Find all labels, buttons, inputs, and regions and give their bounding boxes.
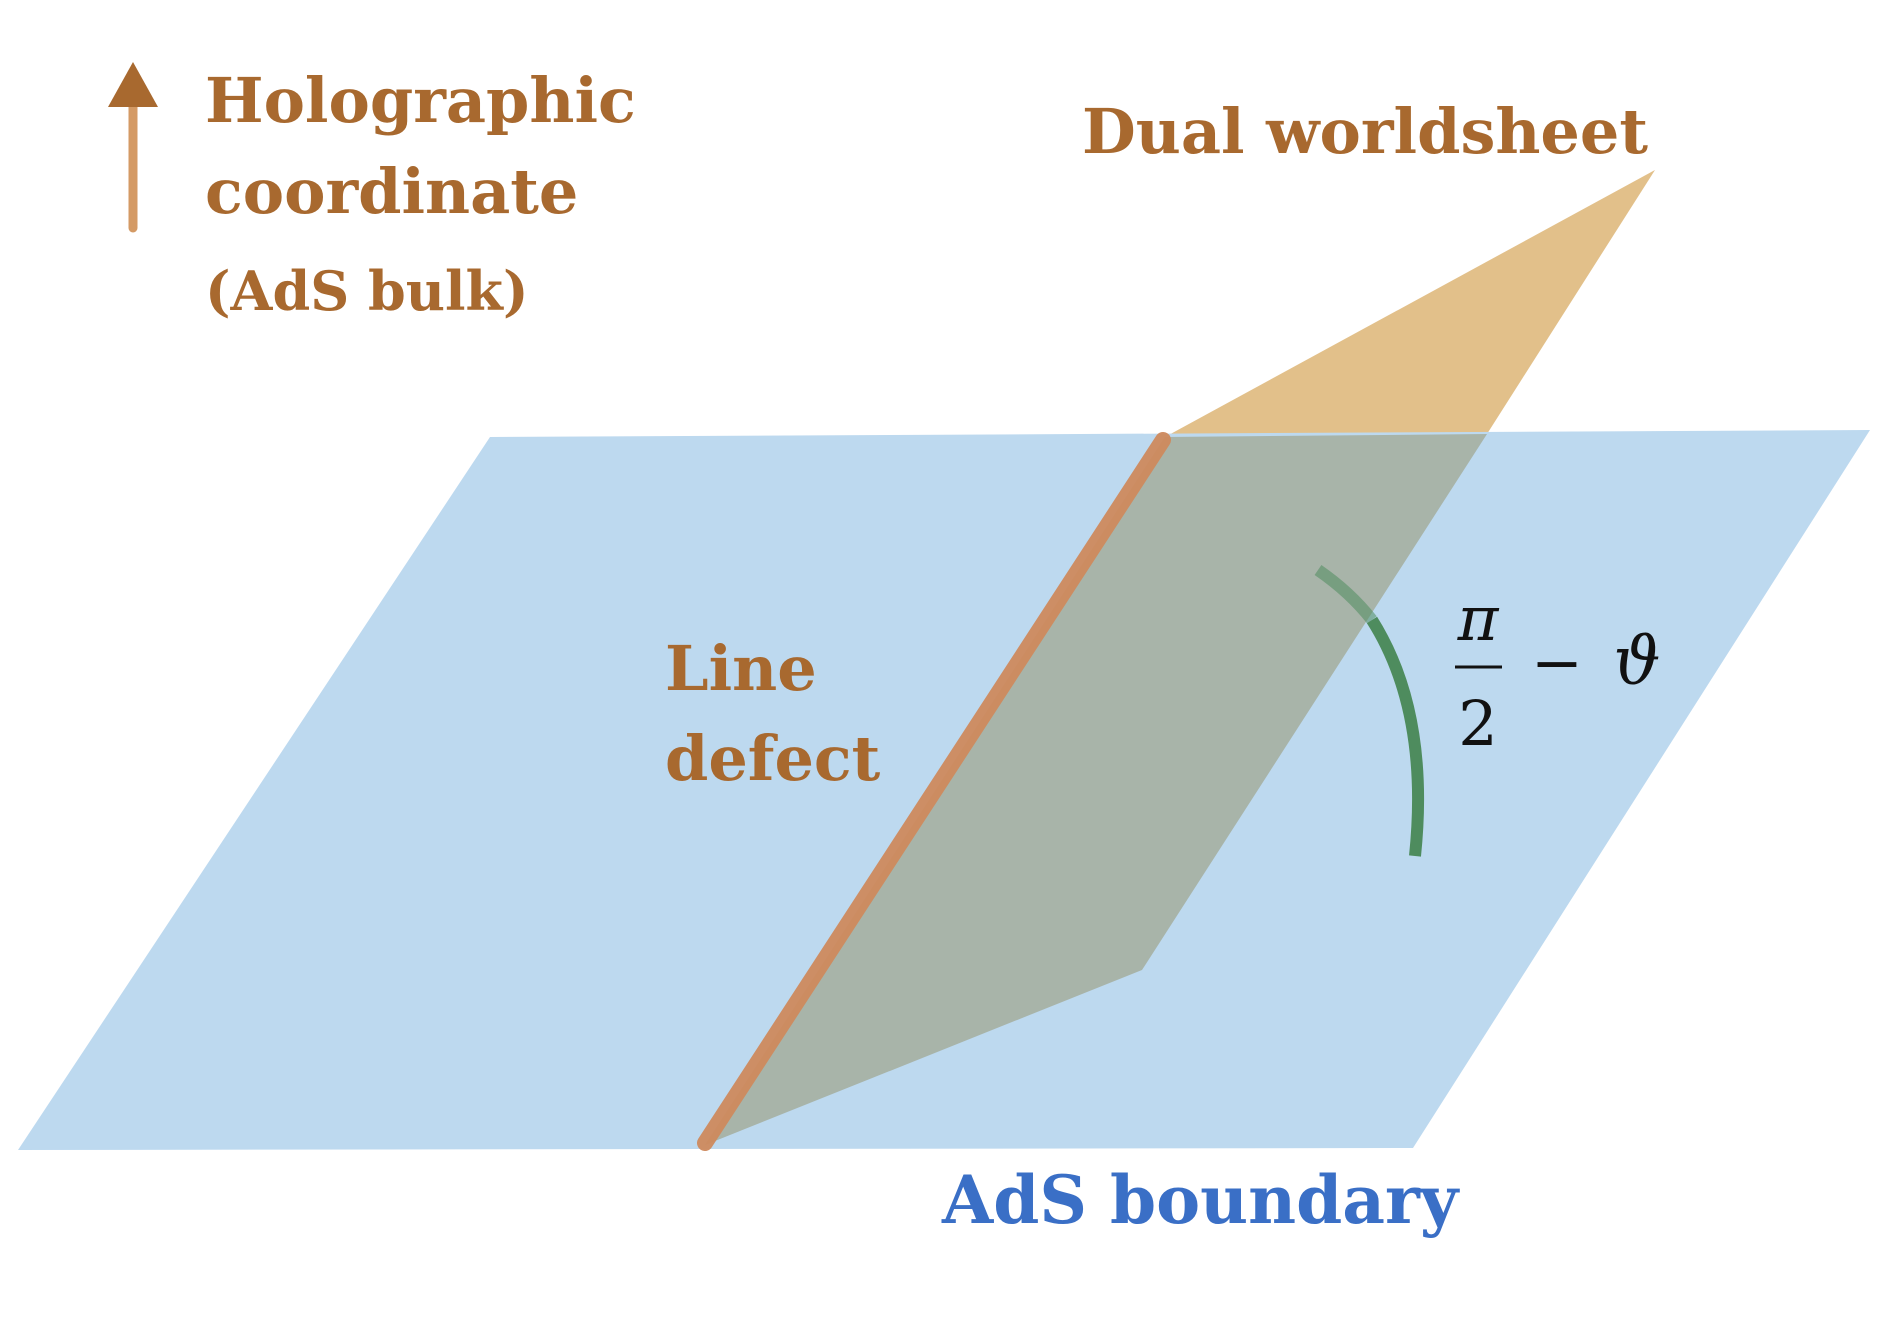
dual-worldsheet-upper [1165, 170, 1655, 437]
line-defect-label-line2: defect [665, 722, 881, 795]
ads-boundary-label: AdS boundary [941, 1161, 1460, 1239]
dual-worldsheet-overlap [705, 434, 1487, 1145]
angle-arc-upper [1314, 565, 1377, 624]
dual-worldsheet-label: Dual worldsheet [1082, 95, 1648, 168]
angle-arc [1366, 616, 1425, 857]
holographic-label-line2: coordinate [205, 155, 578, 228]
line-defect [697, 432, 1171, 1151]
holographic-label-line1: Holographic [205, 64, 636, 137]
angle-minus-sign: − [1531, 626, 1583, 699]
up-arrow-icon [108, 62, 158, 107]
angle-denominator: 2 [1458, 687, 1497, 760]
line-defect-label-line1: Line [665, 632, 817, 705]
angle-numerator: π [1457, 582, 1500, 655]
angle-theta: ϑ [1613, 623, 1660, 700]
holographic-label-line3: (AdS bulk) [205, 259, 529, 323]
